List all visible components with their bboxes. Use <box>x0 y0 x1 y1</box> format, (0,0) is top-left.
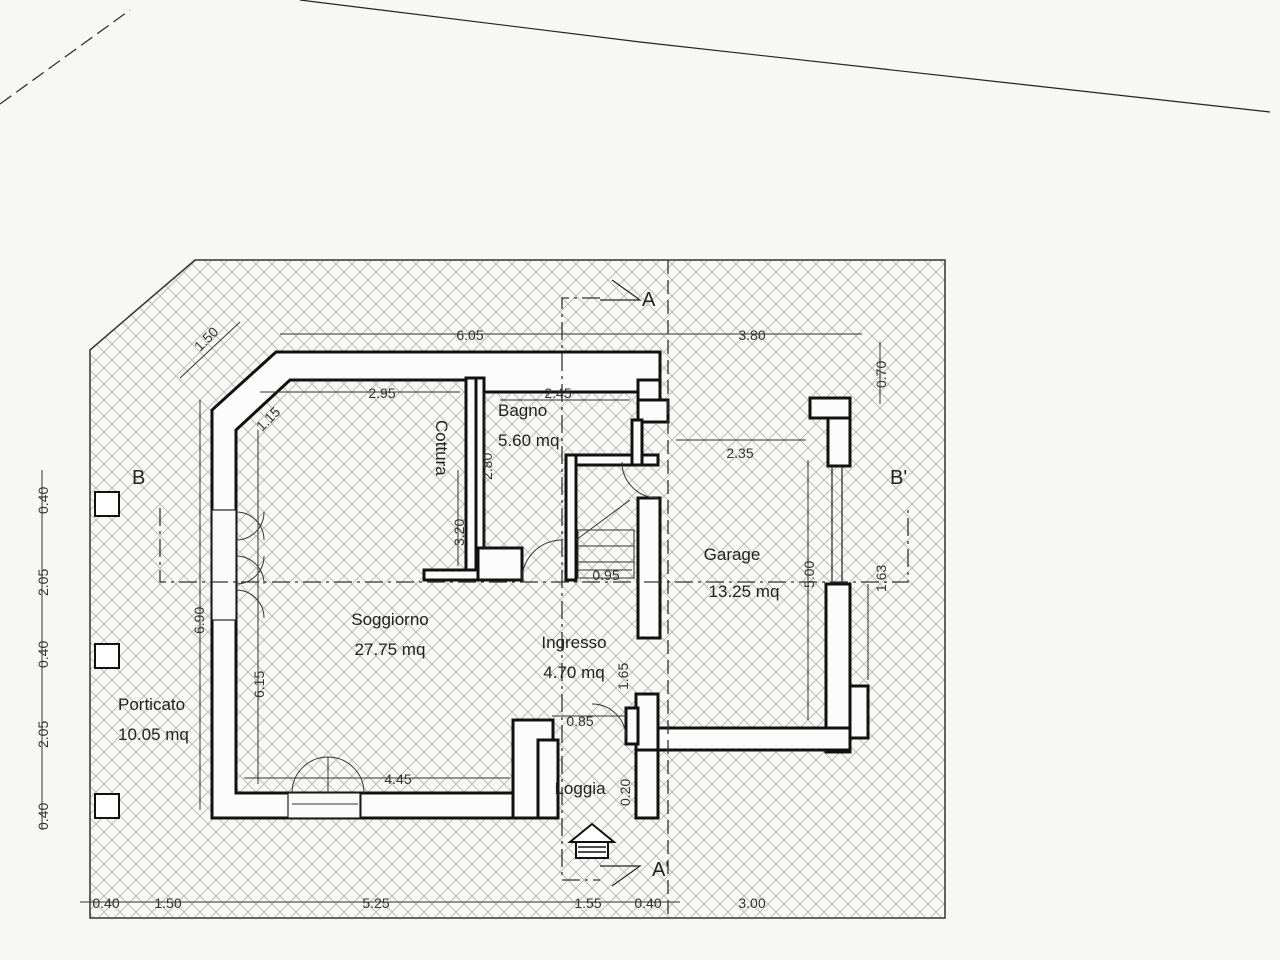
meter-box <box>848 684 870 740</box>
dim-garage-side: 1.63 <box>873 565 889 592</box>
dim-ingresso-side: 1.65 <box>615 663 631 690</box>
dim-bottom-chain-6: 3.00 <box>738 895 765 911</box>
dim-bottom-chain-2: 1.50 <box>154 895 181 911</box>
dim-cottura-height: 3.20 <box>451 519 467 546</box>
porticato-area: 10.05 mq <box>118 725 189 744</box>
dim-soggiorno-bottom: 4.45 <box>384 771 411 787</box>
dim-bottom-chain-5: 0.40 <box>634 895 661 911</box>
dim-top-right: 0.70 <box>873 361 889 388</box>
dim-bottom-chain-3: 5.25 <box>362 895 389 911</box>
dim-left-chain-1: 0.40 <box>35 803 51 830</box>
dim-bagno-width: 2.45 <box>544 385 571 401</box>
garage-area: 13.25 mq <box>709 582 780 601</box>
section-a-top: A <box>642 289 656 311</box>
dim-soggiorno-top: 2.95 <box>368 385 395 401</box>
dim-left-chain-5: 0.40 <box>35 487 51 514</box>
dim-left-chain-4: 2.05 <box>35 569 51 596</box>
dim-bottom-chain-4: 1.55 <box>574 895 601 911</box>
dim-left-chain-3: 0.40 <box>35 641 51 668</box>
section-b-left: B <box>132 467 145 489</box>
soggiorno-area: 27.75 mq <box>355 640 426 659</box>
porticato-columns <box>94 491 120 819</box>
dim-garage-height: 5.00 <box>801 561 817 588</box>
dim-bagno-height: 2.80 <box>479 453 495 480</box>
dim-soggiorno-height: 6.15 <box>251 671 267 698</box>
dim-left-chain-2: 2.05 <box>35 721 51 748</box>
bagno-label: Bagno <box>498 401 547 420</box>
section-b-right: B' <box>890 467 907 489</box>
dim-bottom-chain-1: 0.40 <box>92 895 119 911</box>
dim-outer-height: 6.90 <box>191 607 207 634</box>
dim-garage-width: 2.35 <box>726 445 753 461</box>
dim-loggia-depth: 0.20 <box>617 779 633 806</box>
ingresso-area: 4.70 mq <box>543 663 604 682</box>
section-a-bottom: A' <box>652 859 669 881</box>
entrance-arrow <box>567 822 617 859</box>
stair-shelving <box>575 499 635 579</box>
dimension-lines <box>41 321 881 903</box>
dim-ingresso-bottom: 0.85 <box>566 713 593 729</box>
garage-label: Garage <box>704 545 761 564</box>
dim-top-garage: 3.80 <box>738 327 765 343</box>
dim-top-main: 6.05 <box>456 327 483 343</box>
ingresso-label: Ingresso <box>541 633 606 652</box>
south-door <box>287 756 365 819</box>
section-lines <box>159 260 909 918</box>
cottura-label: Cottura <box>432 420 451 476</box>
paved-yard <box>89 259 946 919</box>
soggiorno-label: Soggiorno <box>351 610 429 629</box>
property-boundary <box>0 0 1271 113</box>
interior-doors <box>521 461 659 739</box>
bagno-area: 5.60 mq <box>498 431 559 450</box>
dim-ingresso-step: 0.95 <box>592 567 619 583</box>
porticato-label: Porticato <box>118 695 185 714</box>
house-walls <box>210 350 870 820</box>
west-window <box>211 509 265 621</box>
garage-door <box>831 466 843 584</box>
loggia-label: Loggia <box>554 779 606 798</box>
